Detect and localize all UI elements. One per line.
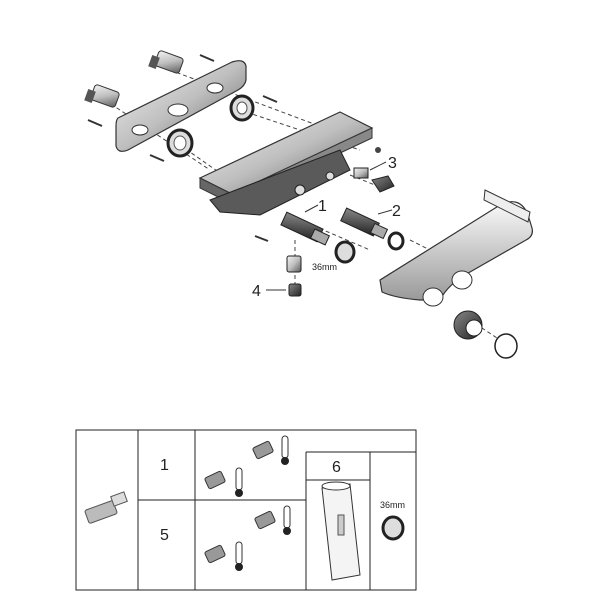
callout-1: 1 [318,198,327,215]
nut-size-label: 36mm [312,262,337,272]
handle-cap [494,333,518,359]
table-row-1-icons [204,435,289,497]
table-row-5-number: 5 [160,527,169,544]
table-ring-size-label: 36mm [380,500,405,510]
escutcheon-ring-left [166,128,194,158]
cartridge-part-1 [280,211,331,246]
cartridge-part-2 [340,207,389,240]
part-4-check-valve [286,255,302,297]
callout-2-leader [377,209,393,215]
table-row-1-number: 1 [160,457,169,474]
wall-connector-right [148,50,184,74]
part-3-diverter [353,167,395,193]
small-screw-3 [375,147,381,153]
callout-2: 2 [392,203,401,220]
table-tool-number: 6 [332,459,341,476]
escutcheon-ring-right [229,94,255,122]
spare-parts-table [75,429,417,591]
callout-3: 3 [388,155,397,172]
callout-3-leader [369,161,387,171]
callout-4: 4 [252,283,261,300]
wall-connector-left [84,84,120,108]
screws [87,54,278,242]
temperature-handle [453,310,483,340]
table-socket-wrench-tool [321,481,361,581]
thermostat-body-shelf [198,111,374,216]
nut-36mm [334,240,356,264]
table-row-5-icons [204,505,291,571]
o-ring [387,231,405,251]
wall-mounting-plate [115,60,247,152]
callout-1-leader [304,204,319,213]
table-cartridge-thumbnail [84,491,128,524]
table-ring-36mm [381,515,405,541]
spout [379,189,533,307]
